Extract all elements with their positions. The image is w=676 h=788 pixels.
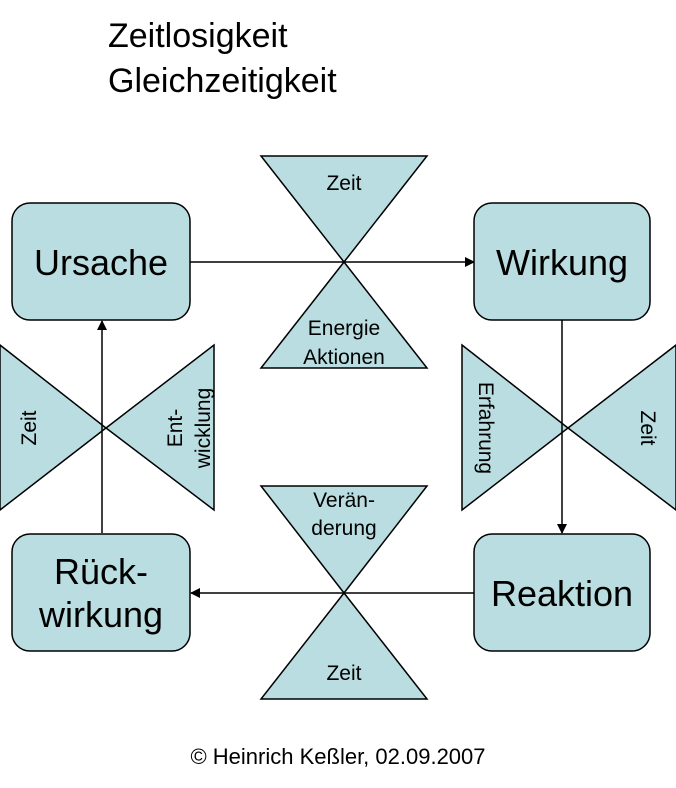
top-upper-label: Zeit: [326, 172, 361, 195]
left-left-label: Zeit: [18, 410, 41, 445]
ursache-box: [11, 202, 191, 321]
bottom-lower-label: Zeit: [326, 662, 361, 685]
rueckwirkung-box: [11, 533, 191, 652]
title-line-1: Zeitlosigkeit: [108, 17, 288, 55]
rueckwirkung-label-line-2: wirkung: [38, 594, 163, 635]
title-line-2: Gleichzeitigkeit: [108, 62, 337, 100]
top-upper-triangle: [259, 155, 429, 264]
top-lower-label-line-1: Energie: [308, 317, 380, 340]
right-left-label: Erfahrung: [474, 382, 497, 474]
top-lower-triangle: [259, 260, 429, 369]
copyright-footer: © Heinrich Keßler, 02.09.2007: [190, 744, 486, 769]
reaktion-box: [473, 533, 651, 652]
left-right-label-line-2: wicklung: [192, 388, 215, 470]
left-right-triangle: [104, 343, 215, 512]
right-left-triangle: [461, 343, 570, 512]
bottom-lower-triangle: [259, 591, 429, 700]
top-lower-label-line-2: Aktionen: [303, 346, 385, 369]
right-right-label: Zeit: [636, 410, 659, 445]
reaktion-label: Reaktion: [491, 573, 633, 614]
wirkung-box: [473, 202, 651, 321]
left-left-triangle: [0, 344, 108, 511]
wirkung-label: Wirkung: [496, 242, 628, 283]
right-right-triangle: [566, 344, 676, 511]
rueckwirkung-label-line-1: Rück-: [54, 551, 148, 592]
left-right-label-line-1: Ent-: [164, 409, 187, 448]
bottom-upper-label-line-2: derung: [311, 517, 376, 540]
bottom-upper-label-line-1: Verän-: [313, 489, 375, 512]
ursache-label: Ursache: [34, 242, 168, 283]
bottom-upper-triangle: [259, 485, 429, 595]
